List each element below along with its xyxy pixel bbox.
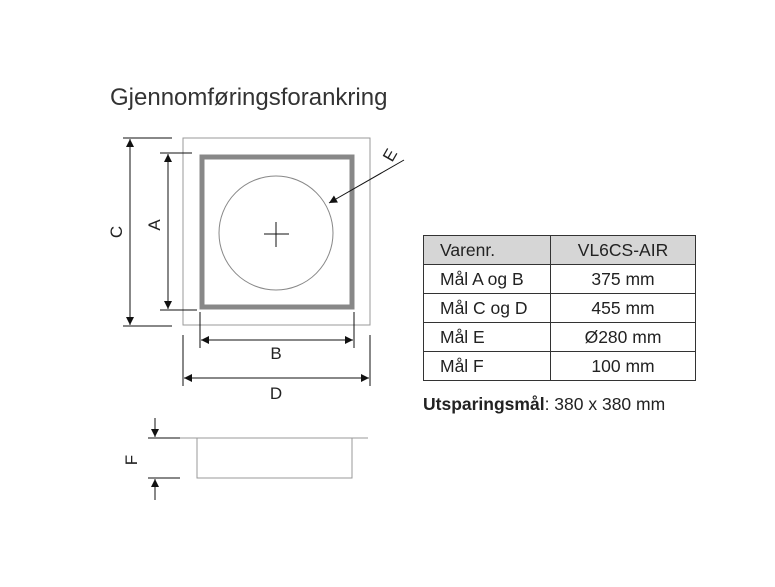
cell-label: Varenr. [423,235,551,265]
cell-label: Mål C og D [423,293,551,323]
note-value: : 380 x 380 mm [544,394,666,414]
side-view [148,418,368,500]
dim-e-leader [328,159,405,204]
outer-plate [182,137,371,326]
label-d: D [270,384,282,403]
label-f: F [122,455,141,465]
cutout-note: Utsparingsmål: 380 x 380 mm [423,394,665,415]
cell-value: 100 mm [550,351,696,381]
label-a: A [145,219,164,231]
dimension-lines [123,137,405,386]
cell-value: VL6CS-AIR [550,235,696,265]
note-label: Utsparingsmål [423,394,545,414]
cell-label: Mål F [423,351,551,381]
diagram-title: Gjennomføringsforankring [110,84,388,111]
label-e: E [379,146,401,165]
cell-label: Mål A og B [423,264,551,294]
cell-value: Ø280 mm [550,322,696,352]
pipe-opening [218,175,334,291]
inner-frame [199,154,355,310]
label-c: C [107,226,126,238]
cell-value: 455 mm [550,293,696,323]
label-b: B [270,344,281,363]
cell-label: Mål E [423,322,551,352]
cell-value: 375 mm [550,264,696,294]
table-header-row: Varenr.VL6CS-AIR [423,235,696,265]
top-view [182,137,371,326]
